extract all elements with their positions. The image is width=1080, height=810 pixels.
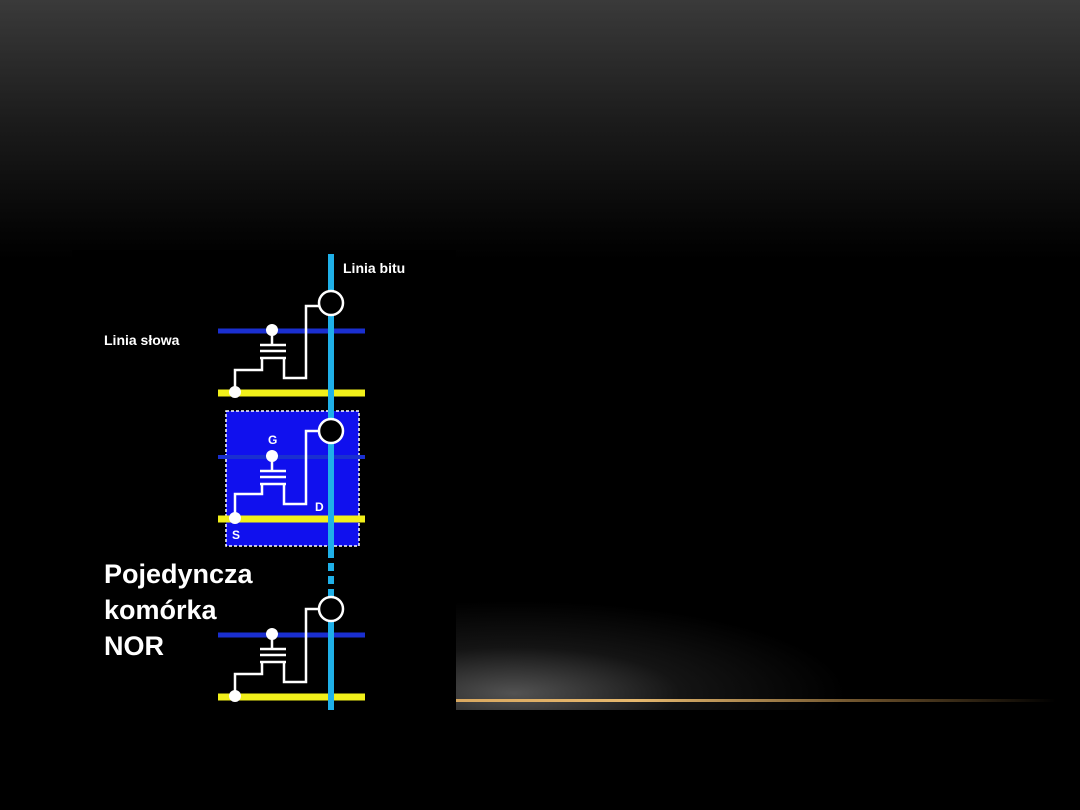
title-line-3: NOR [104, 631, 164, 661]
source-node-2 [229, 512, 241, 524]
gate-node-2 [266, 450, 278, 462]
source-node-1 [229, 386, 241, 398]
accent-line [456, 699, 1056, 702]
bit-line-label: Linia bitu [343, 260, 405, 276]
drain-label: D [315, 500, 324, 514]
transistor-1 [233, 304, 319, 389]
nor-diagram-panel: Linia bitu Linia słowa G D S [72, 250, 456, 720]
drain-contact-1 [317, 289, 345, 317]
gate-label: G [268, 433, 277, 447]
title-line-2: komórka [104, 595, 217, 625]
gate-node-3 [266, 628, 278, 640]
source-node-3 [229, 690, 241, 702]
background-glow [430, 600, 850, 710]
source-label: S [232, 528, 240, 542]
transistor-3 [233, 607, 319, 694]
gate-node-1 [266, 324, 278, 336]
word-line-label: Linia słowa [104, 332, 180, 348]
title-line-1: Pojedyncza [104, 559, 253, 589]
drain-contact-2 [317, 417, 345, 445]
diagram-title: Pojedyncza komórka NOR [104, 556, 253, 664]
nor-cell-diagram: Linia bitu Linia słowa G D S [104, 254, 405, 710]
drain-contact-3 [317, 595, 345, 623]
